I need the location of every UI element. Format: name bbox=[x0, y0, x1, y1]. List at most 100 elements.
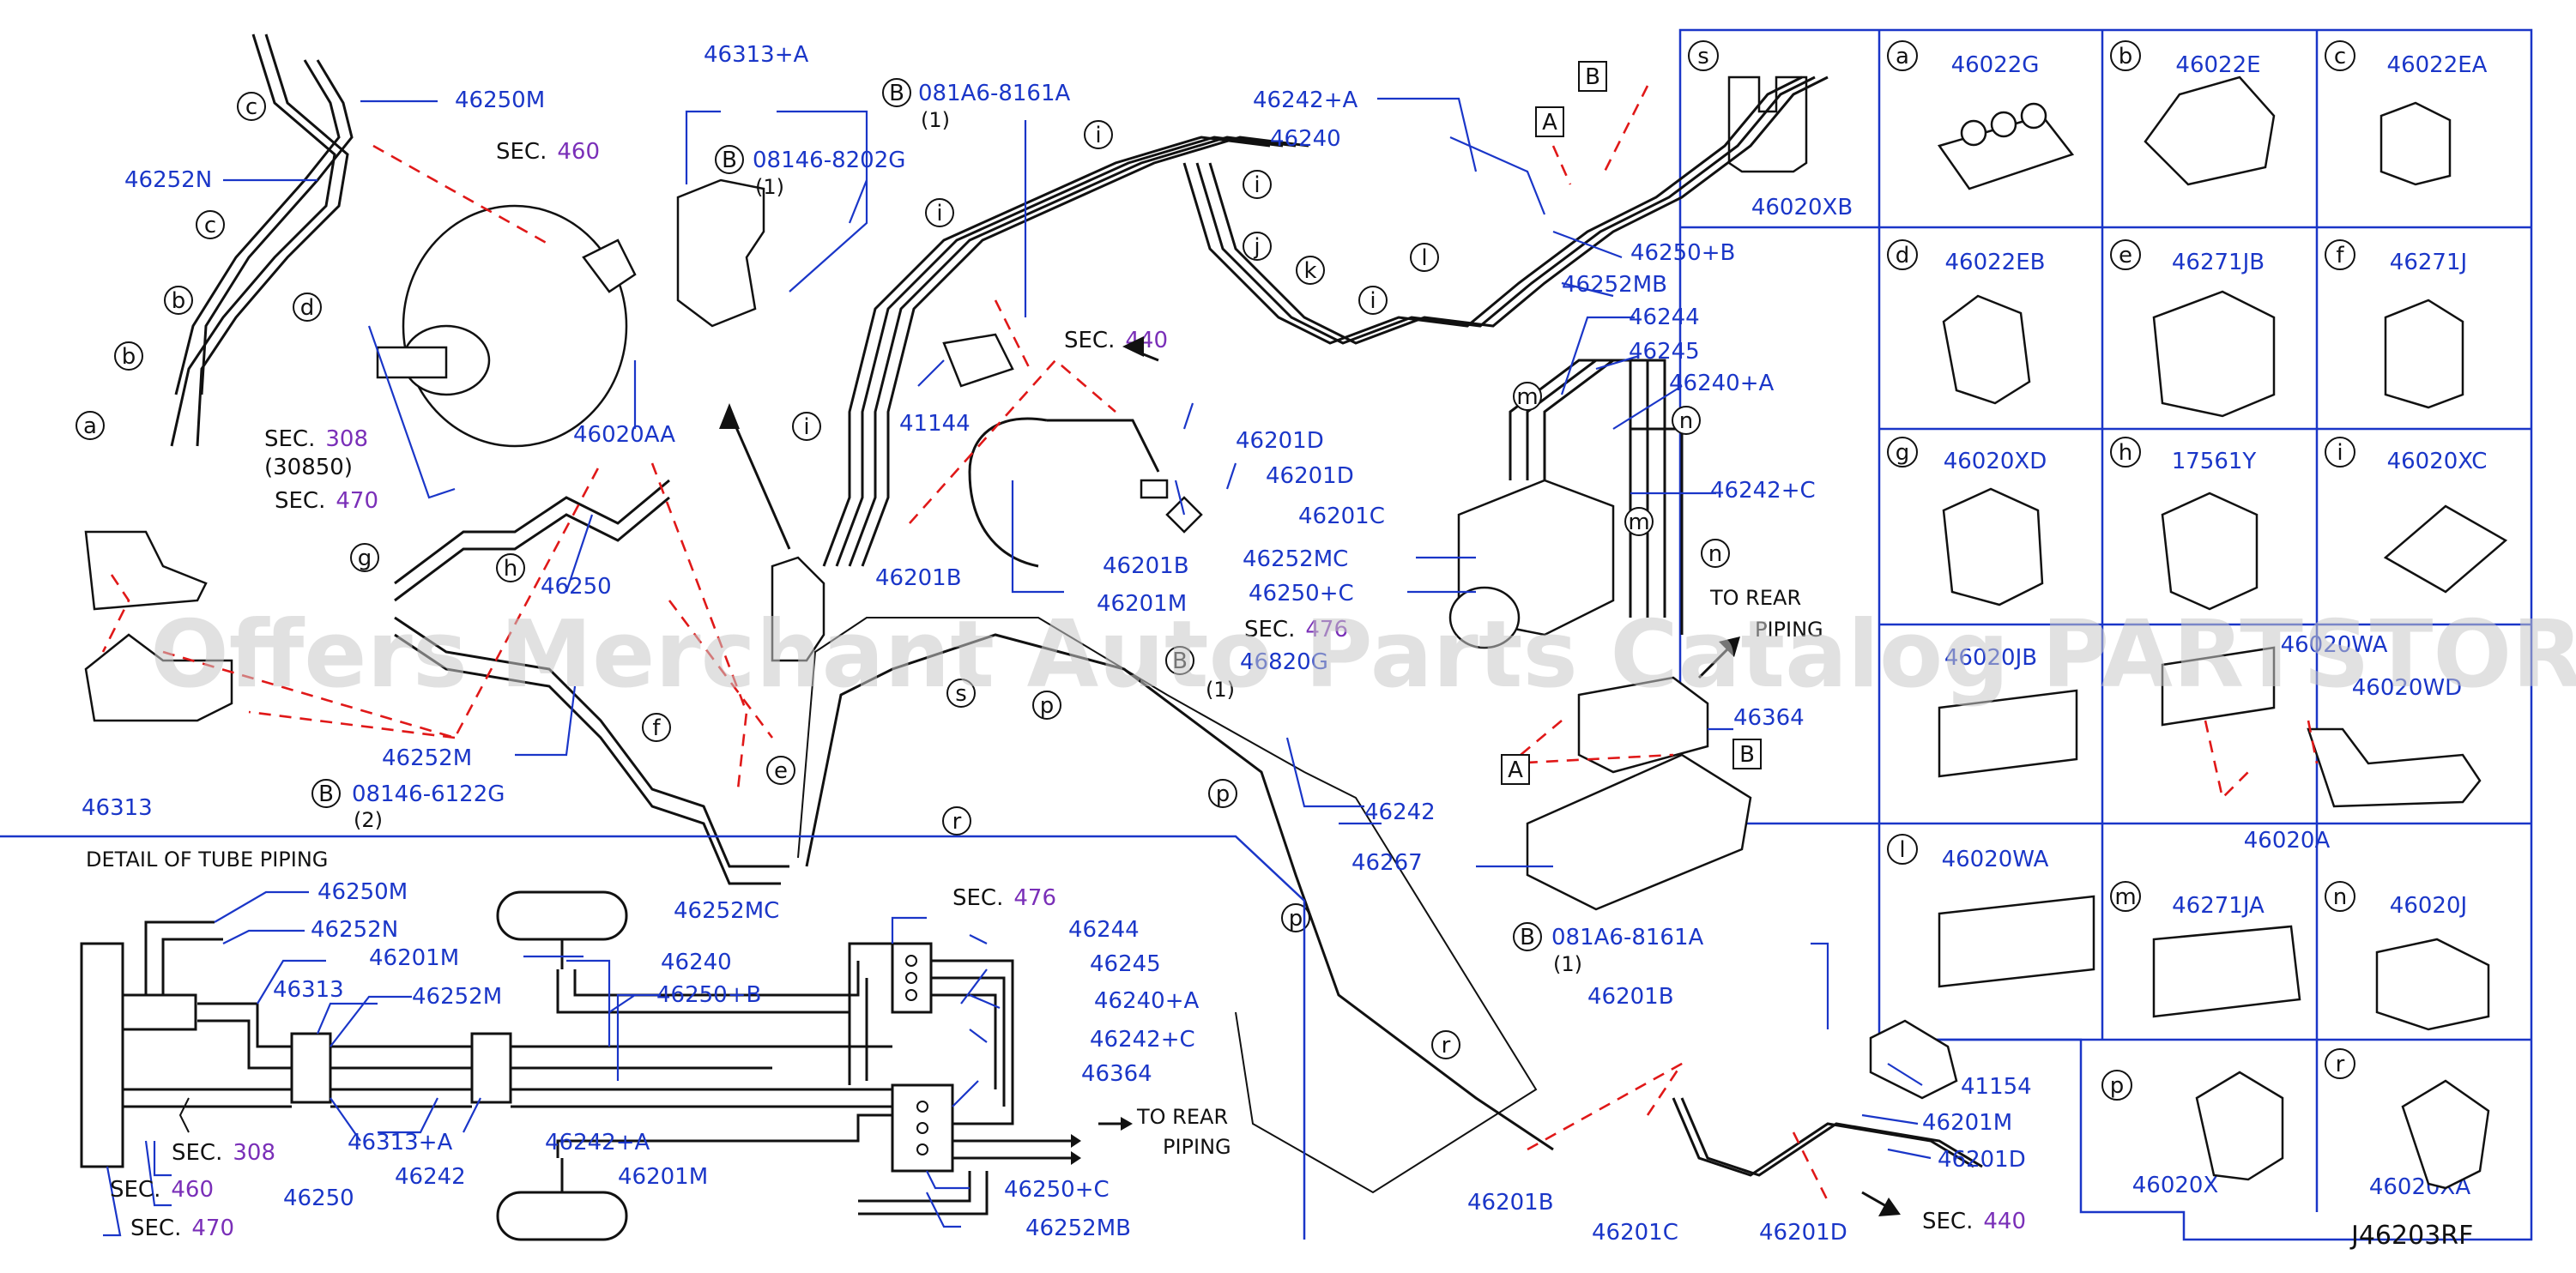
diagram-shape bbox=[1011, 480, 1064, 594]
main-components bbox=[84, 178, 1958, 1100]
callout-b-1: B bbox=[882, 78, 911, 107]
diagram-shape: n bbox=[1701, 539, 1730, 568]
clip-letter: s bbox=[1697, 44, 1709, 69]
diagram-label: n bbox=[1679, 408, 1693, 434]
clip-part-number: 46271J bbox=[2390, 250, 2467, 275]
diagram-label: 476 bbox=[1013, 885, 1056, 911]
diagram-shape bbox=[2110, 40, 2141, 71]
clip-letter: a bbox=[1896, 44, 1909, 69]
diagram-label: B bbox=[1520, 925, 1535, 950]
diagram-shape: p bbox=[1281, 903, 1310, 932]
diagram-shape bbox=[2110, 881, 2141, 912]
diagram-shape bbox=[565, 514, 594, 593]
diagram-label: s bbox=[955, 681, 967, 707]
diagram-shape bbox=[1032, 691, 1061, 720]
diagram-label: p bbox=[1289, 906, 1303, 932]
diagram-shape bbox=[931, 959, 1014, 1125]
label-46201m-2: 46201M bbox=[1922, 1110, 2012, 1136]
clip-drawing-l bbox=[1938, 895, 2095, 988]
diagram-shape bbox=[511, 1045, 892, 1108]
diagram-label: SEC. bbox=[172, 1140, 222, 1166]
diagram-label: 470 bbox=[336, 488, 378, 514]
diagram-label: l bbox=[1421, 245, 1427, 271]
clip-letter: b bbox=[2119, 44, 2133, 69]
diagram-label: i bbox=[1254, 172, 1260, 198]
diagram-shape bbox=[905, 972, 917, 984]
diagram-label: PIPING bbox=[1755, 618, 1823, 642]
label-46201m-1: 46201M bbox=[1097, 591, 1187, 617]
clip-part-wd: 46020WD bbox=[2352, 675, 2462, 701]
cover-46267 bbox=[1526, 753, 1752, 911]
clip-letter: d bbox=[1896, 243, 1910, 268]
label-46240-a: 46240+A bbox=[1669, 371, 1774, 396]
diagram-shape bbox=[290, 1032, 332, 1104]
label-46313-a: 46313+A bbox=[704, 42, 808, 68]
diagram-label: 460 bbox=[171, 1177, 214, 1203]
clip-letter: f bbox=[2336, 243, 2344, 268]
diagram-label: a bbox=[83, 413, 97, 439]
clip-cell-f: f 46271J bbox=[2325, 239, 2467, 275]
diagram-shape bbox=[1122, 336, 1144, 357]
diagram-shape bbox=[2325, 881, 2355, 912]
diagram-shape bbox=[178, 1097, 190, 1133]
diagram-shape bbox=[394, 616, 789, 868]
diagram-shape bbox=[715, 145, 744, 174]
callout-b-2: B bbox=[715, 145, 744, 174]
diagram-label: 46252MC bbox=[674, 898, 779, 924]
diagram-shape: r bbox=[1431, 1030, 1460, 1059]
diagram-shape bbox=[293, 293, 322, 322]
diagram-shape bbox=[916, 1101, 928, 1113]
main-clip-letters: c c b b a d g h f e i i i i j k l i m n … bbox=[76, 92, 1730, 1059]
clip-letter: h bbox=[2119, 440, 2132, 466]
diagram-shape bbox=[858, 1171, 989, 1216]
label-46201b-2: 46201B bbox=[875, 565, 962, 591]
diagram-shape: p bbox=[1032, 691, 1061, 720]
label-46364: 46364 bbox=[1733, 705, 1805, 731]
diagram-label: SEC. bbox=[1064, 328, 1115, 353]
diagram-shape bbox=[1792, 1131, 1829, 1202]
clip-drawing-c bbox=[2379, 101, 2452, 186]
diagram-shape: g bbox=[350, 543, 379, 572]
diagram-shape bbox=[114, 341, 143, 371]
label-081a6-8161a: 081A6-8161A bbox=[918, 81, 1071, 106]
diagram-shape: b bbox=[114, 341, 143, 371]
callout-b-4: B bbox=[1165, 646, 1194, 675]
sec-440: SEC.440 bbox=[1064, 328, 1168, 353]
diagram-shape bbox=[925, 198, 954, 227]
diagram-shape bbox=[1595, 354, 1640, 371]
diagram-shape bbox=[394, 479, 670, 585]
diagram-label: A bbox=[1508, 757, 1523, 783]
diagram-label: k bbox=[1303, 258, 1316, 284]
label-46252mb: 46252MB bbox=[1562, 272, 1667, 298]
label-46242-a: 46242+A bbox=[1253, 87, 1358, 113]
label-46267: 46267 bbox=[1351, 850, 1423, 876]
diagram-shape bbox=[1560, 316, 1635, 395]
diagram-shape bbox=[311, 779, 341, 808]
b-callouts: B B B B B bbox=[311, 78, 1542, 951]
clip-part-a: 46020A bbox=[2244, 828, 2331, 854]
clip-part-number: 46020WA bbox=[2281, 632, 2388, 658]
diagram-label: 46242 bbox=[395, 1164, 466, 1190]
box-b-top: B bbox=[1578, 61, 1607, 92]
sec-308-sub: (30850) bbox=[264, 455, 353, 480]
diagram-shape: f bbox=[642, 713, 671, 742]
diagram-shape bbox=[394, 496, 670, 602]
diagram-shape bbox=[1281, 903, 1310, 932]
clip-part-number: 46020XC bbox=[2387, 449, 2488, 474]
clip-part-number: 46271JA bbox=[2172, 893, 2265, 919]
diagram-label: B bbox=[1739, 742, 1755, 768]
label-46201b-1: 46201B bbox=[1103, 553, 1189, 579]
diagram-label: i bbox=[803, 414, 809, 440]
diagram-shape bbox=[728, 411, 791, 550]
callout-b-3: B bbox=[311, 779, 341, 808]
diagram-label: f bbox=[652, 715, 661, 741]
label-46820g: 46820G bbox=[1240, 649, 1328, 675]
clip-part-number: 46022EB bbox=[1945, 250, 2046, 275]
connector-boxes: B A A B bbox=[1501, 61, 1762, 785]
label-46250m: 46250M bbox=[455, 87, 545, 113]
clip-drawing-f bbox=[2384, 299, 2464, 409]
